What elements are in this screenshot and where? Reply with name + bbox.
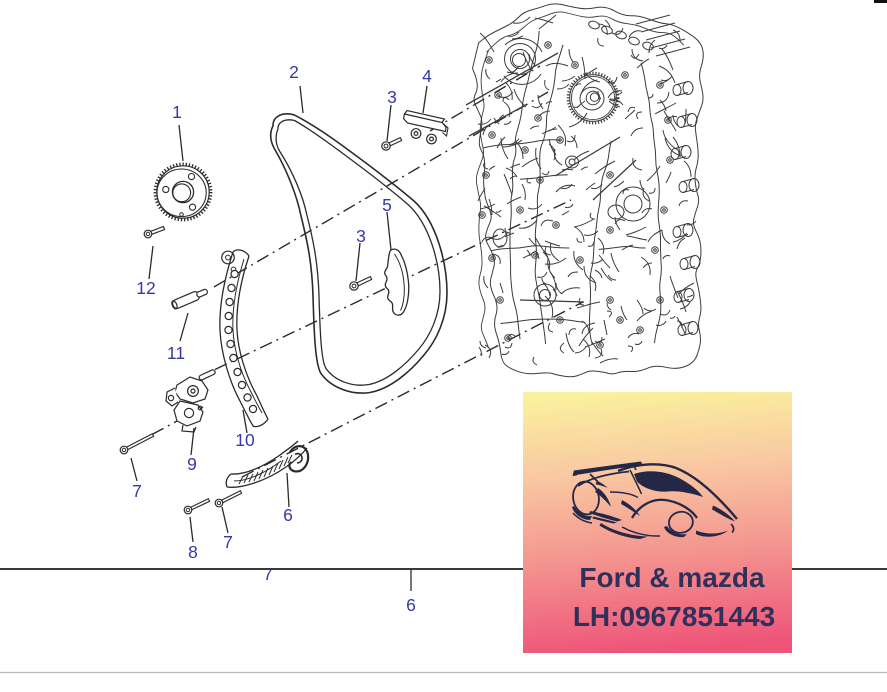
svg-text:5: 5 xyxy=(382,195,392,215)
svg-text:9: 9 xyxy=(187,454,197,474)
svg-text:4: 4 xyxy=(422,66,432,86)
svg-text:7: 7 xyxy=(132,481,142,501)
svg-text:LH:0967851443: LH:0967851443 xyxy=(573,601,775,632)
svg-text:12: 12 xyxy=(136,278,155,298)
svg-text:7: 7 xyxy=(263,564,273,584)
svg-text:6: 6 xyxy=(406,595,416,615)
svg-text:7: 7 xyxy=(223,532,233,552)
svg-text:10: 10 xyxy=(235,430,255,450)
svg-text:8: 8 xyxy=(188,542,198,562)
svg-text:2: 2 xyxy=(289,62,299,82)
svg-text:Ford & mazda: Ford & mazda xyxy=(579,562,765,593)
svg-text:3: 3 xyxy=(387,87,397,107)
svg-text:3: 3 xyxy=(356,226,366,246)
svg-text:6: 6 xyxy=(283,505,293,525)
svg-text:1: 1 xyxy=(172,102,182,122)
svg-text:11: 11 xyxy=(167,343,185,363)
